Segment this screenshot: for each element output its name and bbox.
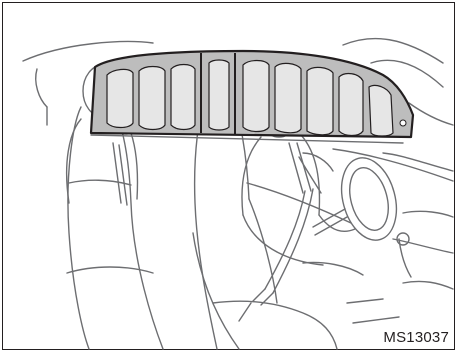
illustration-frame: [2, 2, 455, 350]
side-curtain-airbag-illustration: [3, 3, 456, 351]
steering-wheel: [313, 152, 405, 247]
floor-lines: [303, 263, 453, 324]
curtain-airbag: [91, 51, 413, 137]
figure-code-label: MS13037: [383, 329, 449, 346]
dashboard: [299, 149, 453, 277]
